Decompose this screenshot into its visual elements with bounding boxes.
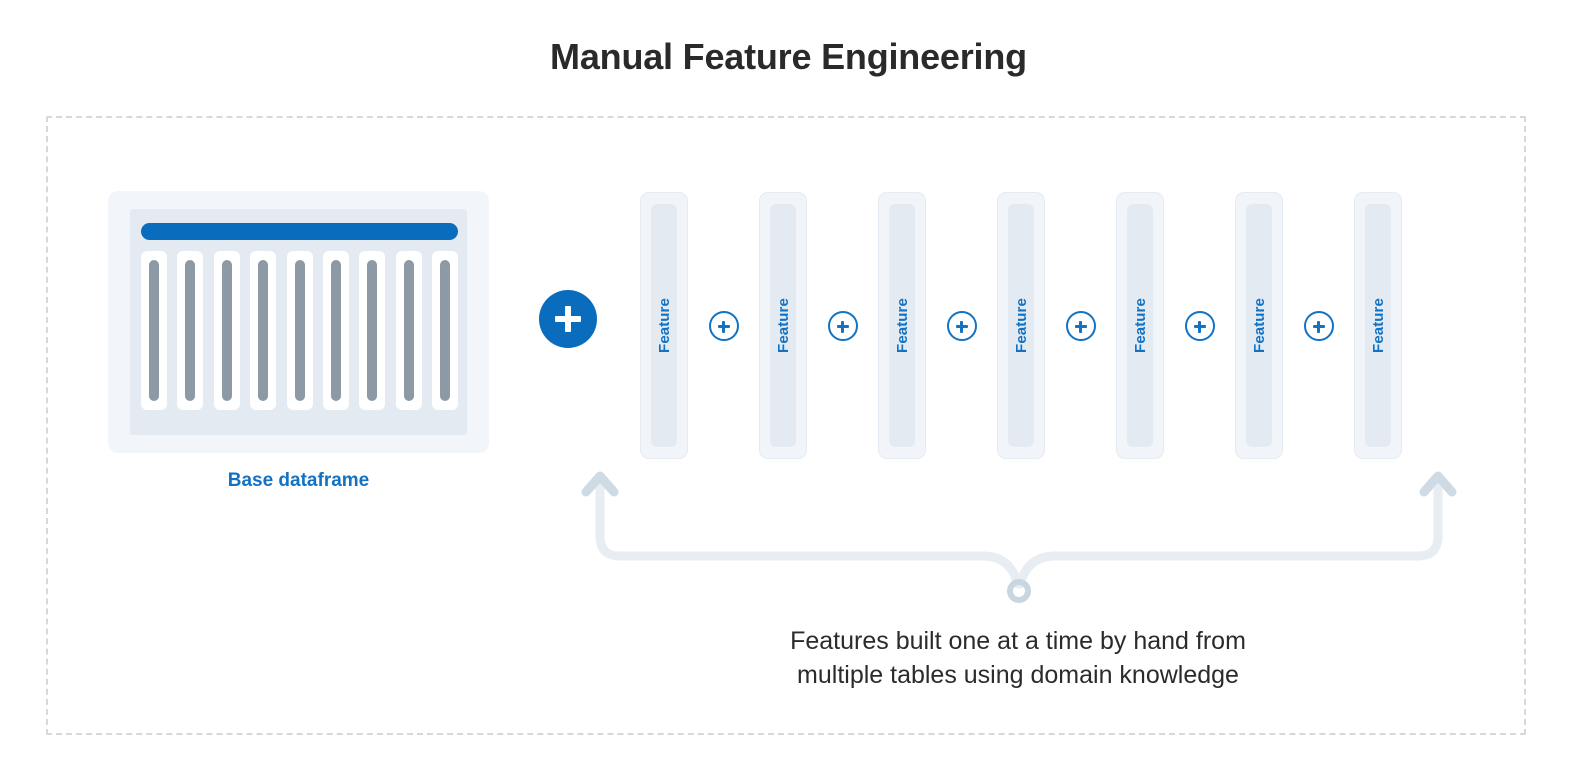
brace-caption-line-2: multiple tables using domain knowledge <box>797 661 1239 689</box>
feature-column-label: Feature <box>1131 298 1149 353</box>
brace-left-path <box>595 473 1023 589</box>
brace-caption-line-1: Features built one at a time by hand fro… <box>790 627 1246 655</box>
arrow-up-icon <box>581 471 619 497</box>
feature-column-fill <box>1127 204 1153 447</box>
manual-feature-engineering-region <box>46 116 1526 735</box>
plus-vertical-stroke <box>1198 320 1201 333</box>
base-dataframe-label: Base dataframe <box>227 470 370 491</box>
page-title: Manual Feature Engineering <box>550 36 1027 77</box>
feature-column-label: Feature <box>1250 298 1268 353</box>
feature-column: Feature <box>1235 192 1283 459</box>
feature-column: Feature <box>759 192 807 459</box>
dataframe-header-bar <box>141 223 458 240</box>
dataframe-columns <box>141 251 458 410</box>
arrow-up-icon <box>1419 471 1457 497</box>
feature-column-label: Feature <box>774 298 792 353</box>
feature-column-fill <box>889 204 915 447</box>
dataframe-column <box>322 251 349 410</box>
dataframe-column-bar <box>367 260 378 401</box>
feature-column-fill <box>1246 204 1272 447</box>
dataframe-column-bar <box>403 260 414 401</box>
dataframe-column-bar <box>330 260 341 401</box>
dataframe-column-bar <box>185 260 196 401</box>
plus-icon <box>1184 310 1215 341</box>
plus-vertical-stroke <box>565 306 571 332</box>
plus-icon <box>1303 310 1334 341</box>
plus-icon <box>539 290 597 348</box>
dataframe-column <box>395 251 422 410</box>
feature-column-label: Feature <box>1369 298 1387 353</box>
plus-vertical-stroke <box>722 320 725 333</box>
dataframe-column <box>213 251 240 410</box>
dataframe-column <box>359 251 386 410</box>
feature-column: Feature <box>1354 192 1402 459</box>
plus-icon <box>708 310 739 341</box>
feature-column-label: Feature <box>893 298 911 353</box>
dataframe-column <box>432 251 458 410</box>
dataframe-column-bar <box>294 260 305 401</box>
feature-column: Feature <box>640 192 688 459</box>
base-dataframe-graphic <box>108 191 489 453</box>
feature-column: Feature <box>997 192 1045 459</box>
plus-vertical-stroke <box>841 320 844 333</box>
dataframe-column-bar <box>440 260 450 401</box>
plus-icon <box>946 310 977 341</box>
dataframe-column <box>286 251 313 410</box>
feature-column-fill <box>1008 204 1034 447</box>
feature-column-label: Feature <box>655 298 673 353</box>
brace-right-path <box>1015 473 1443 589</box>
feature-column: Feature <box>878 192 926 459</box>
dataframe-column <box>250 251 277 410</box>
dataframe-column <box>141 251 167 410</box>
feature-column-fill <box>651 204 677 447</box>
brace-caption: Features built one at a time by hand fro… <box>618 624 1418 692</box>
feature-column-fill <box>1365 204 1391 447</box>
feature-column-fill <box>770 204 796 447</box>
dataframe-column-bar <box>221 260 232 401</box>
dataframe-column <box>177 251 204 410</box>
dataframe-column-bar <box>258 260 269 401</box>
feature-group-brace <box>581 471 1457 603</box>
plus-vertical-stroke <box>1079 320 1082 333</box>
plus-vertical-stroke <box>1317 320 1320 333</box>
feature-column-label: Feature <box>1012 298 1030 353</box>
plus-vertical-stroke <box>960 320 963 333</box>
feature-column: Feature <box>1116 192 1164 459</box>
dataframe-column-bar <box>149 260 159 401</box>
ring-marker-icon <box>1007 579 1031 603</box>
feature-strip: Feature Feature Feature Feature <box>640 192 1402 459</box>
plus-icon <box>827 310 858 341</box>
plus-icon <box>1065 310 1096 341</box>
